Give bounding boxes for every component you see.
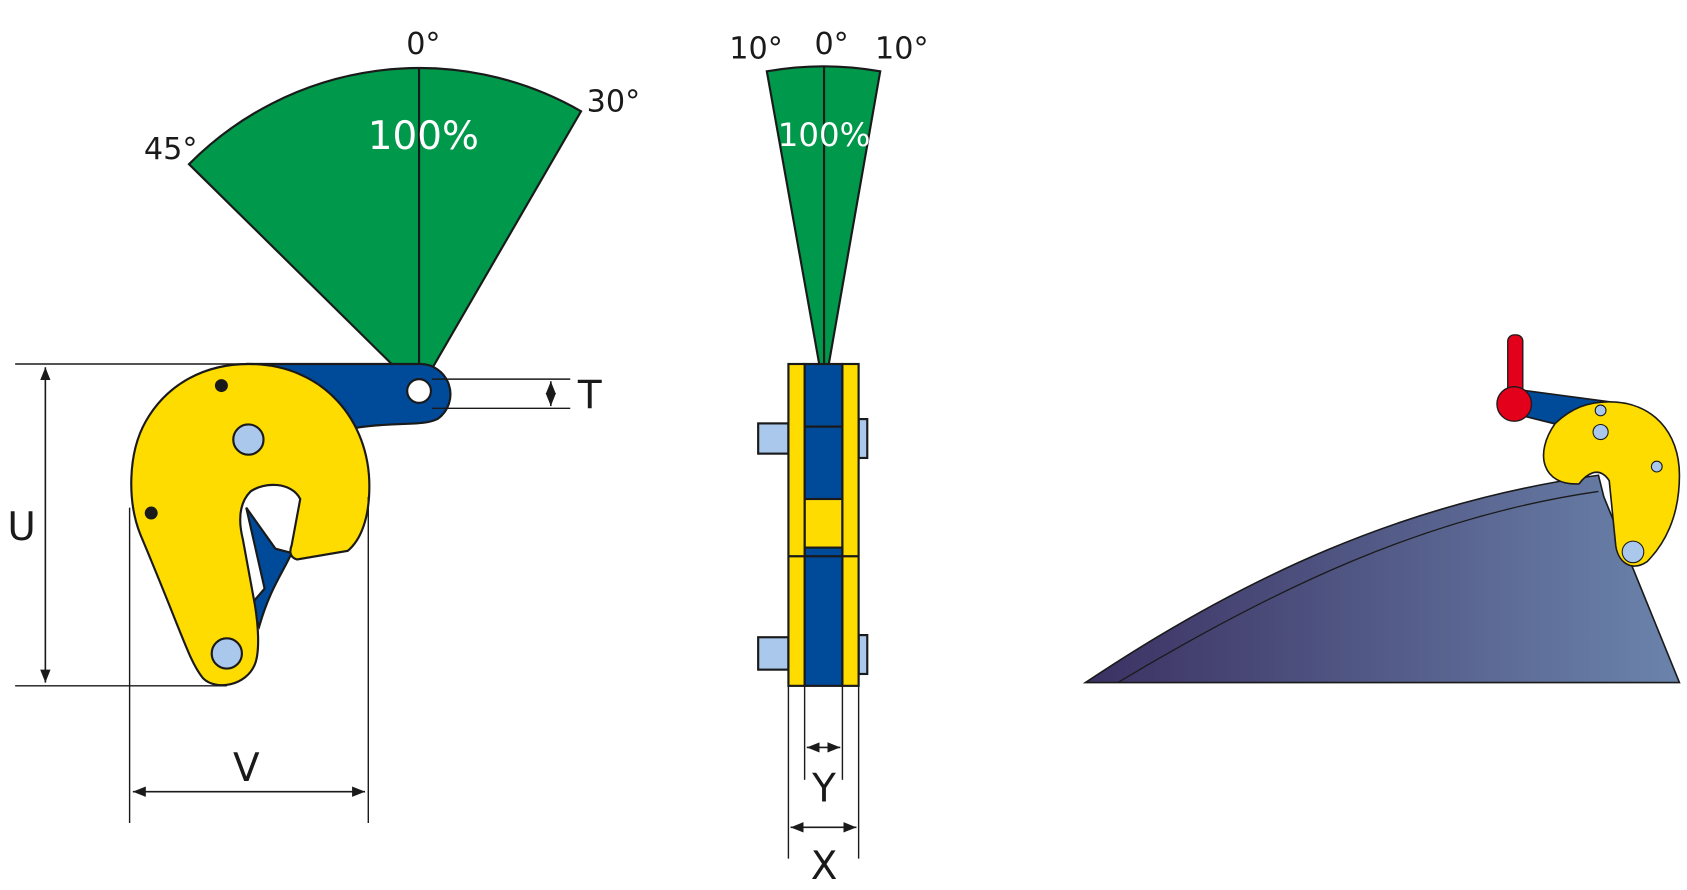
dimension-t-label: T (577, 373, 602, 418)
dimension-u-label: U (7, 505, 35, 550)
perspective-pin (1592, 423, 1609, 441)
side-capacity-label: 100% (778, 116, 871, 154)
front-angle-0-label: 0° (406, 27, 440, 62)
clamp-rivet (214, 379, 228, 393)
dimension-y-label: Y (811, 766, 836, 811)
perspective-clamp-body (1542, 400, 1681, 567)
side-plate-left (787, 362, 806, 687)
shackle-hole (406, 378, 433, 404)
side-angle-right-label: 10° (875, 31, 929, 66)
side-knob (857, 634, 869, 676)
steel-plate (1082, 474, 1681, 684)
dimension-x-label: X (811, 844, 838, 889)
handle-hub (1496, 386, 1533, 422)
front-angle-sector (187, 67, 583, 393)
side-plate-right (841, 362, 860, 687)
side-knob (757, 422, 790, 455)
clamp-body (130, 362, 371, 687)
front-view: 0° 45° 30° 100% U V T (7, 27, 641, 824)
perspective-view (1082, 334, 1681, 684)
perspective-pin (1621, 540, 1645, 564)
side-knob (857, 417, 869, 460)
clamp-pin (210, 637, 244, 670)
side-yellow-cam (803, 497, 844, 549)
side-angle-left-label: 10° (729, 31, 783, 66)
front-capacity-label: 100% (368, 114, 479, 159)
perspective-pin (1594, 404, 1607, 417)
clamp-rivet (144, 506, 158, 520)
front-angle-30-label: 30° (587, 84, 641, 119)
perspective-pin (1650, 460, 1663, 473)
side-angle-0-label: 0° (814, 27, 848, 62)
side-knob (757, 636, 790, 671)
front-angle-45-label: 45° (144, 132, 198, 167)
side-view: 10° 0° 10° 100% Y X (729, 27, 928, 889)
dimension-v-label: V (233, 746, 260, 791)
clamp-pin (232, 423, 265, 456)
